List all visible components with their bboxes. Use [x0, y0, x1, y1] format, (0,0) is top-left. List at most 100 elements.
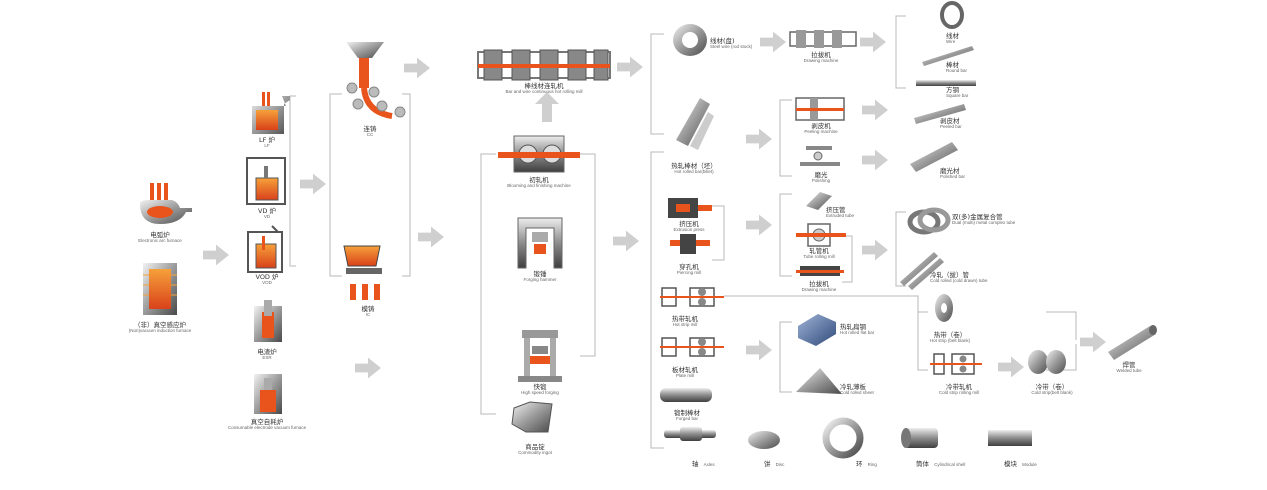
label-disc: 饼 Disc: [764, 460, 785, 468]
drawing-machine-icon: [789, 30, 857, 48]
dual-tube-icon: [907, 207, 951, 235]
label-esr: 电渣炉 ESR: [257, 348, 277, 361]
drawing-machine-2-icon: [796, 266, 844, 276]
cold-tube-icon: [900, 252, 944, 290]
hot-strip-coil-icon: [935, 294, 953, 322]
piercing-mill-icon: [670, 234, 710, 254]
arrow-right-icon: [613, 230, 639, 252]
label-square-bar: 方钢 Square bar: [946, 86, 969, 99]
label-cold-strip: 冷带（卷） Cold strip(belt blank): [1031, 383, 1073, 396]
commodity-ingot-icon: [511, 401, 553, 433]
label-hot-flat: 热轧扁钢 Hot rolled flat bar: [840, 323, 875, 336]
arrow-right-icon: [860, 31, 886, 53]
hot-flat-bar-icon: [798, 314, 836, 346]
label-axles: 轴 Axles: [692, 460, 715, 468]
square-bar-icon: [916, 80, 976, 86]
label-peeling: 剥皮机 Peeling machine: [804, 122, 838, 135]
label-plate-mill: 板材轧机 Plate mill: [672, 366, 698, 379]
label-vim: （非）真空感应炉 (Non)vacuum induction furnace: [128, 321, 192, 334]
round-bar-icon: [922, 46, 974, 66]
cylindrical-shell-icon: [901, 428, 938, 448]
label-cold-sheet: 冷轧薄板 Cold rolled sheet: [840, 383, 874, 396]
label-peeled-bar: 剥皮材 Peeled bar: [940, 117, 962, 130]
cc-caster-icon: [346, 42, 406, 119]
label-forged-bar: 锻制棒材 Forged bar: [674, 409, 700, 422]
arrow-right-icon: [617, 56, 643, 78]
var-furnace-icon: [254, 374, 282, 414]
vim-icon: [143, 263, 177, 315]
label-eaf: 电弧炉 Electronic arc furnace: [138, 231, 182, 244]
arrow-right-icon: [862, 99, 888, 121]
arrow-right-icon: [998, 356, 1024, 378]
cold-sheet-icon: [796, 368, 842, 394]
arrow-right-icon: [1080, 331, 1106, 353]
arrow-right-icon: [862, 239, 888, 261]
ic-ingot-casting-icon: [343, 245, 382, 300]
eaf-icon: [140, 183, 192, 224]
welded-tube-icon: [1108, 325, 1157, 360]
module-icon: [988, 430, 1032, 446]
label-hot-strip-mill: 热带轧机 Hot strip mill: [672, 315, 698, 328]
label-welded-tube: 焊管 Welded tube: [1116, 361, 1142, 374]
label-bar-mill: 棒线材连轧机 Bar and wire continuous hot rolli…: [505, 82, 583, 95]
label-extruded-tube: 挤压管 Extruded tube: [826, 206, 855, 219]
label-dual-tube: 双(多)金属复合管 Dual (multi) metal complex tub…: [952, 213, 1016, 226]
hot-rolled-bar-icon: [676, 98, 714, 150]
label-ic: 模铸 IC: [361, 305, 375, 318]
arrow-right-icon: [300, 173, 326, 195]
label-round-bar: 棒材 Round bar: [946, 61, 968, 74]
lf-furnace-icon: [252, 92, 290, 134]
polished-bar-icon: [910, 142, 958, 172]
hot-strip-mill-icon: [660, 287, 724, 307]
label-polished-bar: 磨光材 Polished bar: [940, 167, 966, 180]
arrow-right-icon: [203, 244, 229, 266]
label-polishing: 磨光 Polishing: [811, 171, 831, 184]
disc-icon: [748, 431, 780, 449]
label-blooming: 初轧机 Blooming and finishing machine: [507, 176, 571, 189]
arrow-right-icon: [746, 339, 772, 361]
flow-arrows: [203, 31, 1106, 379]
polishing-icon: [800, 146, 840, 166]
arrow-right-icon: [355, 357, 381, 379]
label-drawing-2: 拉拔机 Drawing machine: [801, 280, 837, 293]
label-wire-rod: 线材(盘) Steel wire (rod stock): [710, 37, 753, 50]
arrow-up-icon: [535, 92, 559, 122]
cold-strip-coil-icon: [1028, 350, 1066, 374]
blooming-mill-icon: [498, 135, 580, 173]
connector-lines: [289, 15, 1077, 449]
label-shell: 筒体 Cylindrical shell: [916, 460, 966, 468]
label-piercing: 穿孔机 Piercing mill: [676, 263, 702, 276]
label-vod: VOD 炉 VOD: [255, 273, 279, 286]
cold-strip-mill-icon: [930, 353, 982, 375]
axle-icon: [664, 427, 716, 441]
forging-hammer-icon: [517, 217, 563, 269]
extrusion-press-icon: [668, 198, 712, 218]
label-hot-strip-coil: 热带（卷） Hot strip (belt blank): [929, 331, 971, 344]
bar-mill-icon: [477, 49, 611, 81]
arrow-right-icon: [862, 149, 888, 171]
arrow-right-icon: [746, 214, 772, 236]
label-tube-mill: 轧管机 Tube rolling mill: [803, 247, 835, 260]
label-module: 模块 Module: [1004, 460, 1037, 468]
label-vd: VD 炉 VD: [257, 207, 277, 220]
label-cold-tube: 冷轧（拔）管 Cold rolled (cold drawn) tube: [930, 271, 988, 284]
arrow-right-icon: [404, 57, 430, 79]
wire-coil-icon: [940, 1, 964, 29]
label-lf: LF 炉 LF: [259, 136, 275, 149]
forged-bar-icon: [660, 388, 712, 402]
label-ingot: 商品锭 Commodity ingot: [518, 443, 552, 456]
esr-furnace-icon: [254, 300, 282, 342]
label-ring: 环 Ring: [856, 460, 877, 468]
tube-rolling-mill-icon: [796, 223, 846, 247]
wire-rod-coil-icon: [673, 24, 707, 56]
ring-icon: [822, 417, 864, 459]
label-forging-hammer: 锻锤 Forging hammer: [523, 270, 557, 283]
label-cold-strip-mill: 冷带轧机 Cold strip rolling mill: [938, 383, 980, 396]
label-hs-forging: 快锻 High speed forging: [521, 383, 559, 396]
label-cc: 连铸 CC: [363, 125, 377, 138]
vod-furnace-icon: [247, 225, 283, 273]
label-wire: 线材 Wire: [946, 32, 959, 45]
label-drawing-1: 拉拔机 Drawing machine: [803, 51, 839, 64]
label-extrusion: 挤压机 Extrusion press: [673, 220, 705, 233]
